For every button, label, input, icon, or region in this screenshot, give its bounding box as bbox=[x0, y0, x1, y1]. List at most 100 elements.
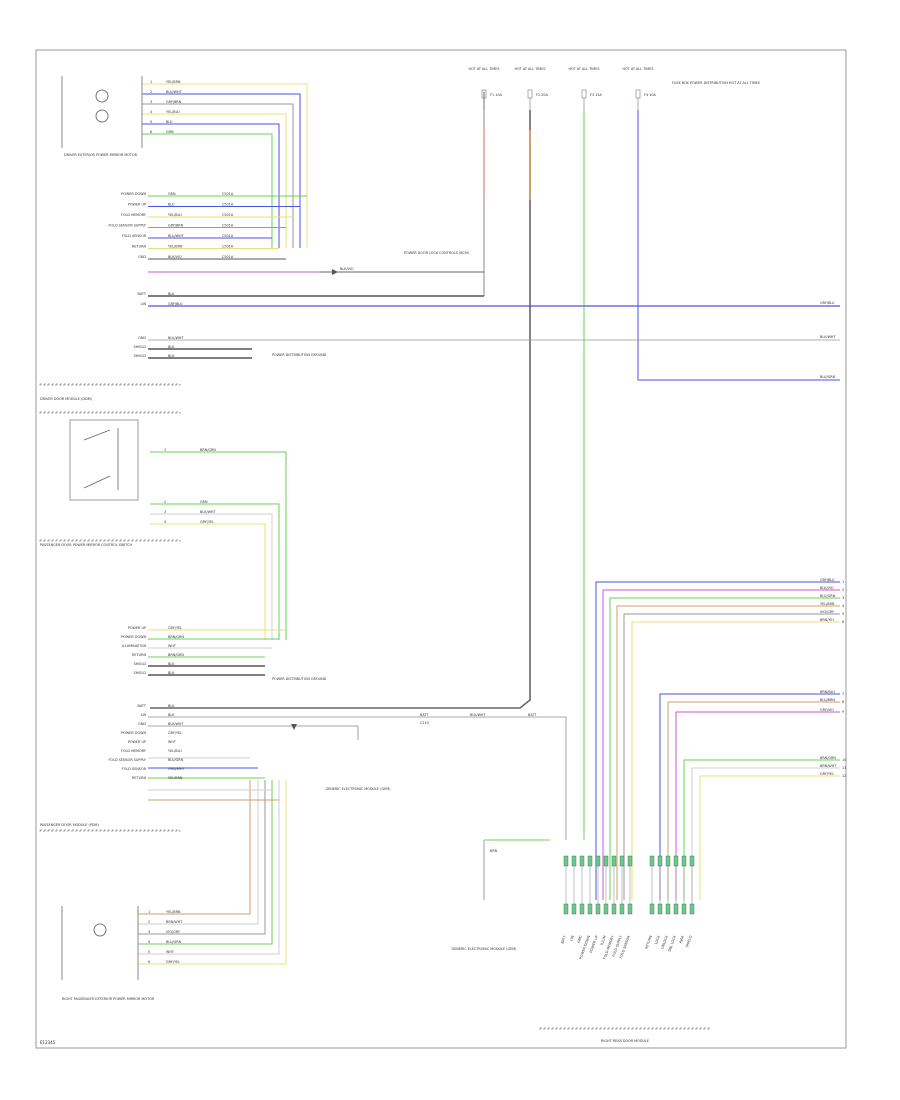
rear-bus-wire bbox=[595, 581, 840, 900]
ddm-input-wire-code: GRN bbox=[168, 192, 176, 196]
fuse-value: F3 15A bbox=[590, 93, 602, 97]
gem-ref-label: GENERIC ELECTRONIC MODULE (GEM) bbox=[325, 787, 391, 791]
bcm-wire-code: BLK/VIO bbox=[340, 267, 354, 271]
rear-pin-label: LIN bbox=[569, 935, 575, 942]
ddm-power-label: BATT bbox=[138, 292, 147, 296]
ddm-input-wire-code: GRY/BRN bbox=[168, 224, 184, 228]
driver-mirror-wire-code: BLU/WHT bbox=[166, 90, 183, 94]
rear-bus-pin: 11 bbox=[842, 766, 846, 770]
switch-pin: 4 bbox=[164, 520, 166, 524]
connector-pin-icon bbox=[619, 903, 625, 915]
pdm-input-wire-code: BLK bbox=[168, 662, 175, 666]
ddm-input-connector: C501A bbox=[222, 245, 234, 249]
ddm-power-label: LIN bbox=[141, 302, 147, 306]
gnd-ref-label: POWER DISTRIBUTION GROUND bbox=[272, 353, 327, 357]
pdm-input-label: RETURN bbox=[132, 653, 146, 657]
ddm-input-connector: C501A bbox=[222, 234, 234, 238]
rear-pin-label: RETURN bbox=[644, 935, 653, 950]
connector-pin-icon bbox=[579, 903, 585, 915]
rear-bus-wire-code: YEL/BRN bbox=[820, 602, 835, 606]
switch-wire-code: GRY/YEL bbox=[200, 520, 214, 524]
ddm-lower-label: GND bbox=[138, 336, 146, 340]
ddm-input-connector: C501A bbox=[222, 224, 234, 228]
switch-body bbox=[69, 419, 139, 501]
rear-bus-wire-code: BRN/GRN bbox=[820, 756, 836, 760]
ddm-lower-wire-code: BLK/WHT bbox=[168, 336, 184, 340]
driver-mirror-wire bbox=[142, 83, 308, 248]
component-layer bbox=[39, 76, 711, 1030]
pdm-lower-wire-code: YEL/BLU bbox=[168, 749, 182, 753]
rear-bus-pin: 4 bbox=[842, 604, 844, 608]
fuse-icon bbox=[527, 89, 533, 99]
driver-mirror-pin: 4 bbox=[150, 110, 152, 114]
bcm-ref-label: POWER DOOR LOCK CONTROLS (BCM) bbox=[404, 251, 470, 255]
rear-bus-wire-code: VIO/GRY bbox=[820, 610, 835, 614]
connector-pin-icon bbox=[611, 855, 617, 867]
switch-wire bbox=[150, 451, 287, 640]
rear-pin-label: FOLD SUPPLY bbox=[612, 934, 624, 957]
pdm-input-label: SHIELD bbox=[134, 671, 147, 675]
driver-mirror-pin: 3 bbox=[150, 100, 152, 104]
driver-mirror-pin: 1 bbox=[150, 80, 152, 84]
pdm-lower-wire-code: GRN/WHT bbox=[168, 767, 186, 771]
rear-bus-wire bbox=[699, 775, 840, 900]
pdm-input-wire-code: GRY/YEL bbox=[168, 626, 182, 630]
rear-bus-pin: 8 bbox=[842, 700, 844, 704]
driver-mirror-pin: 6 bbox=[150, 130, 152, 134]
rear-bus-wire-code: BRN/WHT bbox=[820, 764, 837, 768]
mirror-motor-icon bbox=[95, 109, 109, 123]
switch-contact-icon bbox=[83, 475, 111, 489]
rear-pin-label: DBL LOCK bbox=[667, 934, 677, 952]
pdm-input-wire-code: BRN/GRN bbox=[168, 653, 184, 657]
connector-pin-icon bbox=[595, 903, 601, 915]
rear-bus-wire bbox=[675, 711, 840, 900]
hot-note-label: FUSE BOX POWER DISTRIBUTION HOT AT ALL T… bbox=[672, 81, 760, 85]
pdm-lower-label: POWER DOWN bbox=[121, 731, 146, 735]
switch-wire bbox=[150, 503, 280, 640]
ddm-bracket bbox=[39, 383, 181, 386]
pdm-lower-label: FOLD SENSOR bbox=[122, 767, 147, 771]
rear-bus-wire-code: BLU/GRN bbox=[820, 594, 836, 598]
pdm-lin-wire bbox=[148, 716, 567, 840]
rear-bus-wire bbox=[631, 621, 840, 900]
pdm-input-label: ILLUMINATION bbox=[122, 644, 146, 648]
rear-pin-label: GND bbox=[577, 935, 584, 944]
rear-bus-wire-code: BRN/YEL bbox=[820, 618, 835, 622]
right-gnd-wire-code: BLK/WHT bbox=[820, 335, 836, 339]
arrow-icon bbox=[291, 724, 297, 730]
pdm-bracket bbox=[39, 829, 181, 832]
connector-pin-icon bbox=[563, 855, 569, 867]
mirror-motor-icon bbox=[93, 923, 107, 937]
connector-pin-icon bbox=[603, 855, 609, 867]
pdm-input-wire-code: BLK bbox=[168, 671, 175, 675]
rear-bus-wire bbox=[609, 597, 840, 900]
pdm-lower-wire-code: BLK bbox=[168, 704, 175, 708]
connector-pin-icon bbox=[603, 903, 609, 915]
bcm-feed-wire bbox=[320, 92, 485, 273]
driver-mirror-pin: 2 bbox=[150, 90, 152, 94]
fuse-value: F4 10A bbox=[644, 93, 656, 97]
pdm-input-wire-code: WHT bbox=[168, 644, 177, 648]
driver-mirror-wire bbox=[142, 133, 273, 248]
ddm-input-wire-code: BLU/WHT bbox=[168, 234, 185, 238]
pass-mirror-wire-code: YEL/BRN bbox=[166, 910, 181, 914]
pdm-lower-wire-code: WHT bbox=[168, 740, 177, 744]
rear-bus-wire bbox=[659, 693, 840, 900]
pdm-lower-label: LIN bbox=[141, 713, 147, 717]
pass-mirror-label: RIGHT PASSENGER EXTERIOR POWER MIRROR MO… bbox=[62, 997, 155, 1001]
connector-pin-icon bbox=[673, 903, 679, 915]
connector-pin-icon bbox=[657, 903, 663, 915]
connector-pin-icon bbox=[611, 903, 617, 915]
connector-pin-icon bbox=[587, 903, 593, 915]
connector-pin-icon bbox=[579, 855, 585, 867]
right-blue-wire-code: BLU/GRN bbox=[820, 375, 836, 379]
wire-layer bbox=[138, 83, 840, 965]
fuse-icon bbox=[635, 89, 641, 99]
switch-pin: 3 bbox=[164, 510, 166, 514]
switch-bracket-top bbox=[39, 411, 181, 414]
pass-mirror-wire bbox=[138, 780, 273, 945]
fuse-icon bbox=[581, 89, 587, 99]
pass-mirror-wire bbox=[138, 780, 287, 965]
fuse-value: F2 20A bbox=[536, 93, 548, 97]
rear-pin-label: UNLOCK bbox=[660, 934, 669, 949]
